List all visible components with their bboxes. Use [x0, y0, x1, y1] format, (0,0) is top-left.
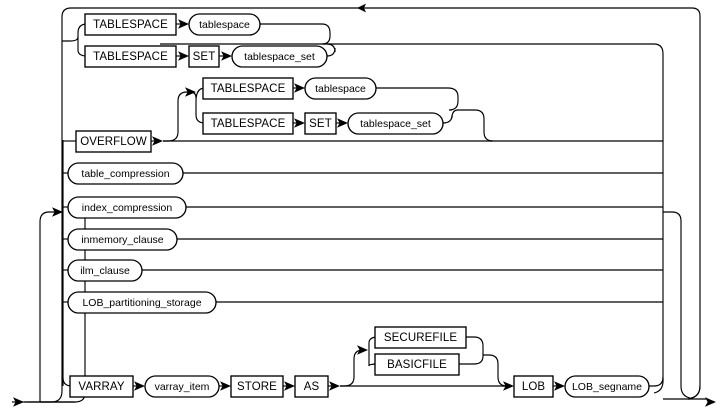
node-label: LOB_partitioning_storage [82, 297, 201, 309]
node-label: LOB_segname [572, 381, 642, 393]
node-as-kw[interactable]: AS [294, 375, 329, 398]
rail-ovf-up [163, 91, 190, 142]
entry-row-arrow-icon [52, 207, 63, 217]
node-tablespace-kw-3[interactable]: TABLESPACE [202, 77, 294, 100]
node-label: TABLESPACE [93, 19, 168, 31]
rail-ovf-sub-in [189, 91, 197, 99]
rail-ts-spine-in [62, 36, 79, 42]
lobsegname-arrow-icon [554, 381, 565, 391]
rail-ovf-merge-down [458, 109, 494, 142]
rail-sf-up [340, 349, 364, 387]
node-varray-item[interactable]: varray_item [144, 375, 220, 398]
row1-arrow-icon [178, 19, 189, 29]
varray-arrow2-icon [220, 381, 231, 391]
node-label: BASICFILE [387, 359, 447, 371]
varray-arrow3-icon [284, 381, 295, 391]
node-tablespace-kw-2[interactable]: TABLESPACE [84, 45, 177, 68]
rail-bf-out [459, 355, 484, 365]
node-lob-segname[interactable]: LOB_segname [564, 375, 650, 398]
node-label: ilm_clause [80, 265, 130, 277]
node-set-kw-2[interactable]: SET [304, 112, 337, 135]
node-label: TABLESPACE [211, 83, 286, 95]
loopback-arrow-icon [357, 3, 366, 13]
ovfB-arrow2-icon [337, 118, 348, 128]
rail-sfbf-merge [483, 354, 508, 387]
row2-arrow1-icon [178, 51, 189, 61]
node-set-kw-1[interactable]: SET [188, 45, 220, 68]
overflow-arrow-icon [152, 136, 163, 146]
node-ilm-clause[interactable]: ilm_clause [67, 259, 143, 282]
node-label: TABLESPACE [211, 118, 286, 130]
node-lob-partitioning-storage[interactable]: LOB_partitioning_storage [67, 291, 217, 314]
node-label: tablespace_set [360, 118, 431, 130]
node-label: tablespace [199, 19, 250, 31]
node-lob-kw[interactable]: LOB [513, 375, 554, 398]
rail-outer-right-join [663, 385, 701, 400]
varray-arrow1-icon [134, 381, 145, 391]
entry-arrow-icon [13, 397, 24, 407]
node-label: AS [304, 381, 320, 393]
lob-arrow-icon [503, 381, 514, 391]
node-tablespace-var-1[interactable]: tablespace [188, 13, 261, 36]
node-table-compression[interactable]: table_compression [67, 162, 184, 185]
node-tablespace-kw-4[interactable]: TABLESPACE [202, 112, 294, 135]
rail-sf-out [466, 336, 484, 355]
sf-group-arrow-icon [357, 345, 368, 355]
rail-outer-right [687, 42, 701, 400]
node-tablespace-kw-1[interactable]: TABLESPACE [84, 13, 177, 36]
node-tablespace-set-1[interactable]: tablespace_set [231, 45, 328, 68]
node-label: OVERFLOW [80, 136, 147, 148]
rail-lobseg-out [649, 376, 664, 387]
node-inmemory-clause[interactable]: inmemory_clause [67, 228, 178, 251]
node-label: varray_item [155, 381, 210, 393]
rail-index-exit [663, 211, 691, 399]
node-overflow-kw[interactable]: OVERFLOW [75, 130, 152, 153]
rail-merge-right-to-bottom [653, 380, 664, 394]
rail-entry-stem [39, 211, 58, 403]
node-label: index_compression [82, 202, 173, 214]
rail-row1-out [260, 23, 331, 45]
node-label: SET [193, 51, 216, 63]
node-varray-kw[interactable]: VARRAY [69, 375, 134, 398]
exit-arrow-icon [705, 397, 716, 407]
node-basicfile-kw[interactable]: BASICFILE [374, 353, 460, 376]
rail-top-loopback [61, 7, 701, 42]
ovfB-arrow1-icon [294, 118, 305, 128]
node-index-compression[interactable]: index_compression [67, 196, 187, 219]
rail-left-spine-bottom [40, 390, 63, 403]
node-label: SET [309, 118, 332, 130]
rail-merge-right-top-curve [160, 43, 664, 55]
node-tablespace-var-2[interactable]: tablespace [304, 77, 377, 100]
node-label: tablespace_set [244, 51, 315, 63]
ovfA-arrow-icon [294, 83, 305, 93]
rail-row2-out [326, 43, 336, 57]
node-label: SECUREFILE [384, 332, 457, 344]
node-tablespace-set-2[interactable]: tablespace_set [347, 112, 444, 135]
node-store-kw[interactable]: STORE [230, 375, 284, 398]
varray-arrow4-icon [329, 381, 340, 391]
node-label: tablespace [315, 83, 366, 95]
row2-arrow2-icon [221, 51, 232, 61]
rail-ovfB-out [442, 109, 459, 124]
node-label: VARRAY [78, 381, 124, 393]
node-label: table_compression [81, 168, 169, 180]
node-label: LOB [522, 381, 546, 393]
node-label: TABLESPACE [93, 51, 168, 63]
node-label: inmemory_clause [81, 234, 163, 246]
node-label: STORE [237, 381, 277, 393]
node-securefile-kw[interactable]: SECUREFILE [374, 326, 467, 349]
rail-ovfA-out [376, 87, 459, 111]
